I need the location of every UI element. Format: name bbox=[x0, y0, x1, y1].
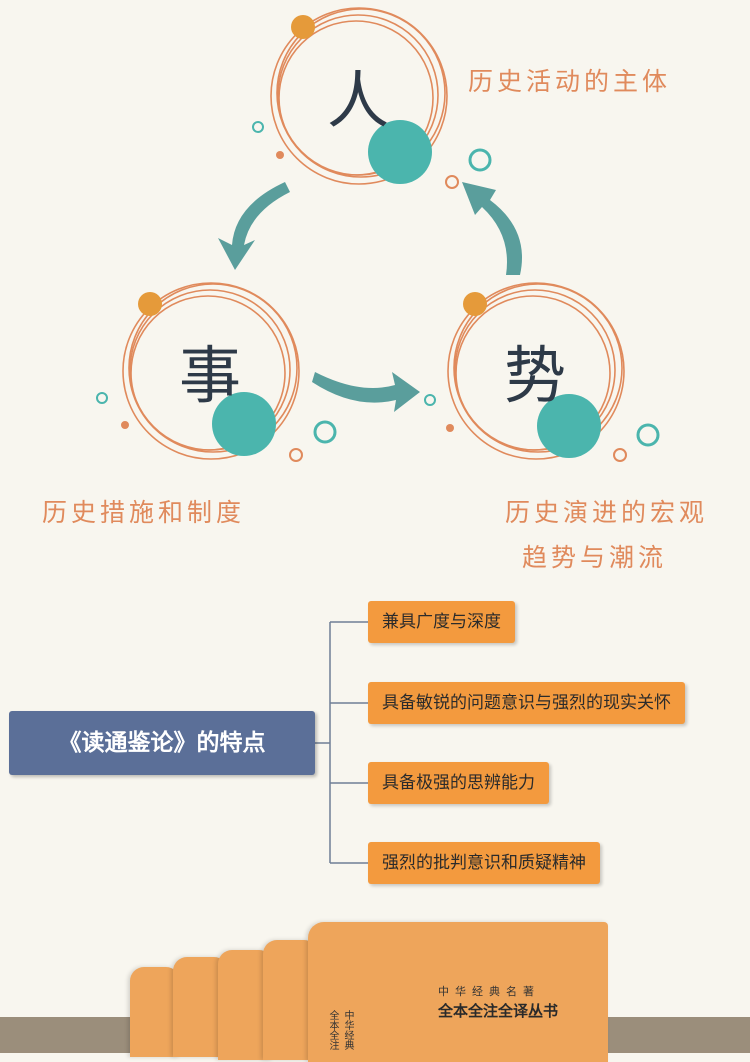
node-ren-rings bbox=[270, 7, 448, 185]
mindmap-branch: 强烈的批判意识和质疑精神 bbox=[368, 842, 600, 884]
node-char: 事 bbox=[178, 339, 241, 412]
caption-ren: 历史活动的主体 bbox=[468, 67, 672, 96]
caption-trend-2: 趋势与潮流 bbox=[522, 543, 668, 572]
mindmap-connectors bbox=[315, 621, 368, 864]
node-shi-rings bbox=[122, 282, 300, 460]
cycle-diagram bbox=[96, 7, 660, 462]
node-char: 势 bbox=[503, 339, 566, 412]
book-spine-text: 中华经典 全本全注 bbox=[327, 1010, 353, 1050]
book-series-small: 中华经典名著 bbox=[438, 985, 540, 998]
node-ren: 人 bbox=[263, 0, 453, 190]
node-shi2-rings bbox=[447, 282, 625, 460]
node-shi-trend: 势 bbox=[440, 275, 630, 465]
cycle-arrows bbox=[218, 182, 522, 412]
mindmap-branch: 具备敏锐的问题意识与强烈的现实关怀 bbox=[368, 682, 685, 724]
mindmap-root: 《读通鉴论》的特点 bbox=[9, 711, 315, 775]
caption-shi: 历史措施和制度 bbox=[42, 498, 246, 527]
book-series-title: 全本全注全译丛书 bbox=[438, 1002, 559, 1020]
mindmap-branch: 兼具广度与深度 bbox=[368, 601, 515, 643]
node-char: 人 bbox=[326, 64, 389, 137]
node-shi: 事 bbox=[115, 275, 305, 465]
caption-trend-1: 历史演进的宏观 bbox=[505, 498, 709, 527]
mindmap-branch: 具备极强的思辨能力 bbox=[368, 762, 549, 804]
